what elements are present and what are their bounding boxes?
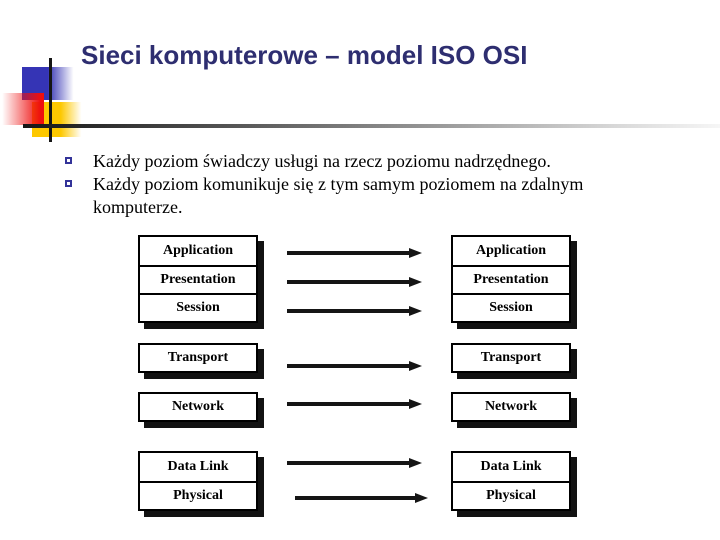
osi-right-network-box: Network <box>451 392 571 422</box>
osi-left-lower-stack: Data Link Physical <box>138 451 258 511</box>
title-divider-rule <box>23 124 720 128</box>
arrow-right-icon <box>295 493 428 503</box>
osi-box-application: Application <box>140 237 256 265</box>
arrow-right-icon <box>287 248 422 258</box>
osi-box-physical: Physical <box>140 481 256 509</box>
osi-right-transport-box: Transport <box>451 343 571 373</box>
decoration-red-square <box>0 93 44 125</box>
bullet-square-icon <box>65 157 72 164</box>
osi-box-datalink: Data Link <box>453 453 569 481</box>
osi-box-presentation: Presentation <box>140 265 256 293</box>
bullet-square-icon <box>65 180 72 187</box>
osi-box-datalink: Data Link <box>140 453 256 481</box>
arrow-right-icon <box>287 277 422 287</box>
arrow-right-icon <box>287 458 422 468</box>
bullet-item: Każdy poziom świadczy usługi na rzecz po… <box>63 150 628 173</box>
osi-box-network: Network <box>453 394 569 420</box>
osi-box-transport: Transport <box>453 345 569 371</box>
osi-box-session: Session <box>140 293 256 321</box>
osi-right-upper-stack: Application Presentation Session <box>451 235 571 323</box>
osi-box-physical: Physical <box>453 481 569 509</box>
arrow-right-icon <box>287 306 422 316</box>
arrow-right-icon <box>287 361 422 371</box>
bullet-text: Każdy poziom świadczy usługi na rzecz po… <box>93 151 551 171</box>
bullet-list: Każdy poziom świadczy usługi na rzecz po… <box>63 150 628 219</box>
osi-left-transport-box: Transport <box>138 343 258 373</box>
osi-right-lower-stack: Data Link Physical <box>451 451 571 511</box>
osi-box-session: Session <box>453 293 569 321</box>
osi-box-network: Network <box>140 394 256 420</box>
slide-title: Sieci komputerowe – model ISO OSI <box>81 40 528 70</box>
osi-box-application: Application <box>453 237 569 265</box>
osi-left-upper-stack: Application Presentation Session <box>138 235 258 323</box>
osi-box-transport: Transport <box>140 345 256 371</box>
bullet-item: Każdy poziom komunikuje się z tym samym … <box>63 173 628 219</box>
osi-box-presentation: Presentation <box>453 265 569 293</box>
bullet-text: Każdy poziom komunikuje się z tym samym … <box>93 174 584 217</box>
osi-left-network-box: Network <box>138 392 258 422</box>
arrow-right-icon <box>287 399 422 409</box>
decoration-vertical-line <box>49 58 52 142</box>
